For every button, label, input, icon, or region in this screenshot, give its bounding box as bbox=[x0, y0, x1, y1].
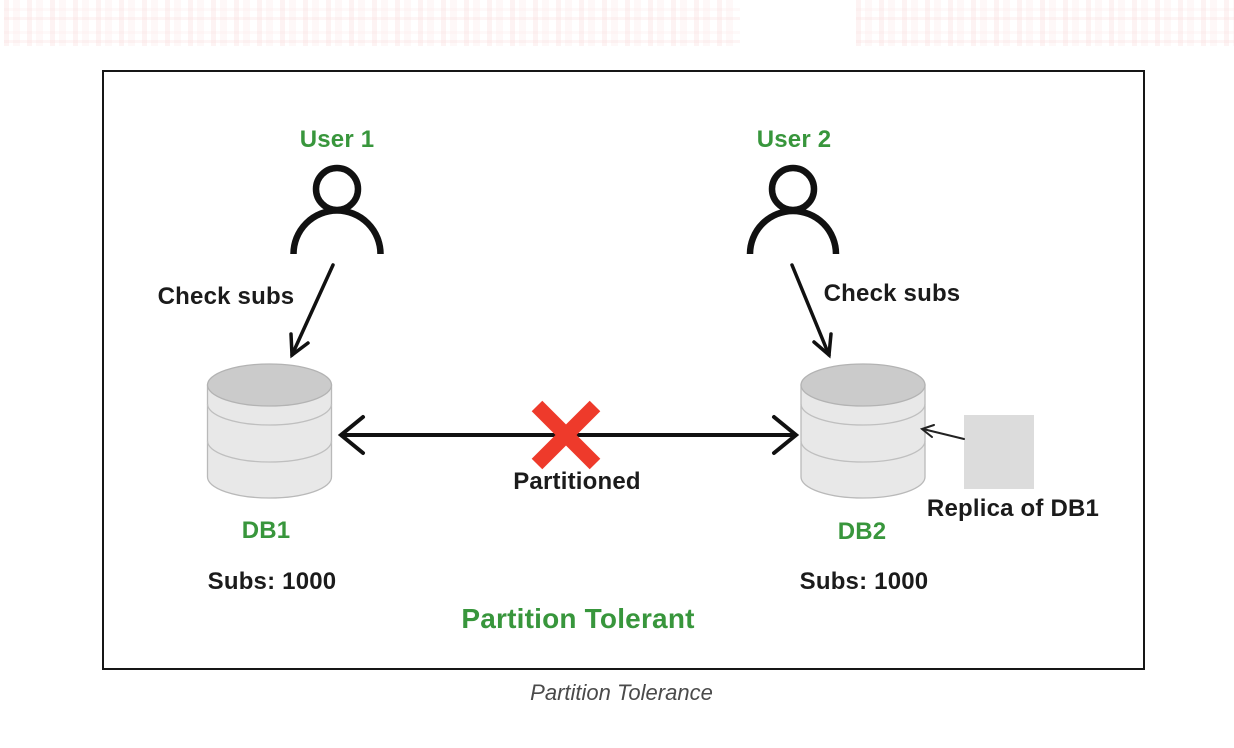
diagram-title: Partition Tolerant bbox=[461, 603, 695, 634]
user1-label: User 1 bbox=[299, 126, 375, 153]
database-icon-db2 bbox=[800, 363, 926, 499]
user1-icon bbox=[290, 164, 384, 255]
background-artifact-right bbox=[856, 0, 1234, 46]
check-subs-right-label: Check subs bbox=[823, 280, 961, 307]
db1-label: DB1 bbox=[241, 517, 291, 544]
user2-label: User 2 bbox=[756, 126, 832, 153]
user1-arrow bbox=[289, 263, 335, 359]
user2-arrow bbox=[790, 263, 833, 359]
db2-subs-label: Subs: 1000 bbox=[799, 568, 929, 595]
partitioned-label: Partitioned bbox=[513, 468, 641, 495]
figure-caption: Partition Tolerance bbox=[530, 680, 713, 705]
x-icon bbox=[531, 400, 601, 470]
check-subs-left-label: Check subs bbox=[157, 283, 295, 310]
database-icon-db1 bbox=[206, 363, 333, 499]
diagram-frame: User 1 User 2 Check subs Check subs Part… bbox=[102, 70, 1145, 670]
db1-subs-label: Subs: 1000 bbox=[207, 568, 337, 595]
replica-label: Replica of DB1 bbox=[926, 495, 1100, 522]
replica-arrow bbox=[919, 424, 965, 440]
diagram-shapes bbox=[206, 164, 1034, 499]
replica-box bbox=[964, 415, 1034, 489]
user2-icon bbox=[746, 164, 840, 255]
db2-label: DB2 bbox=[837, 518, 887, 545]
background-artifact-left bbox=[4, 0, 740, 46]
